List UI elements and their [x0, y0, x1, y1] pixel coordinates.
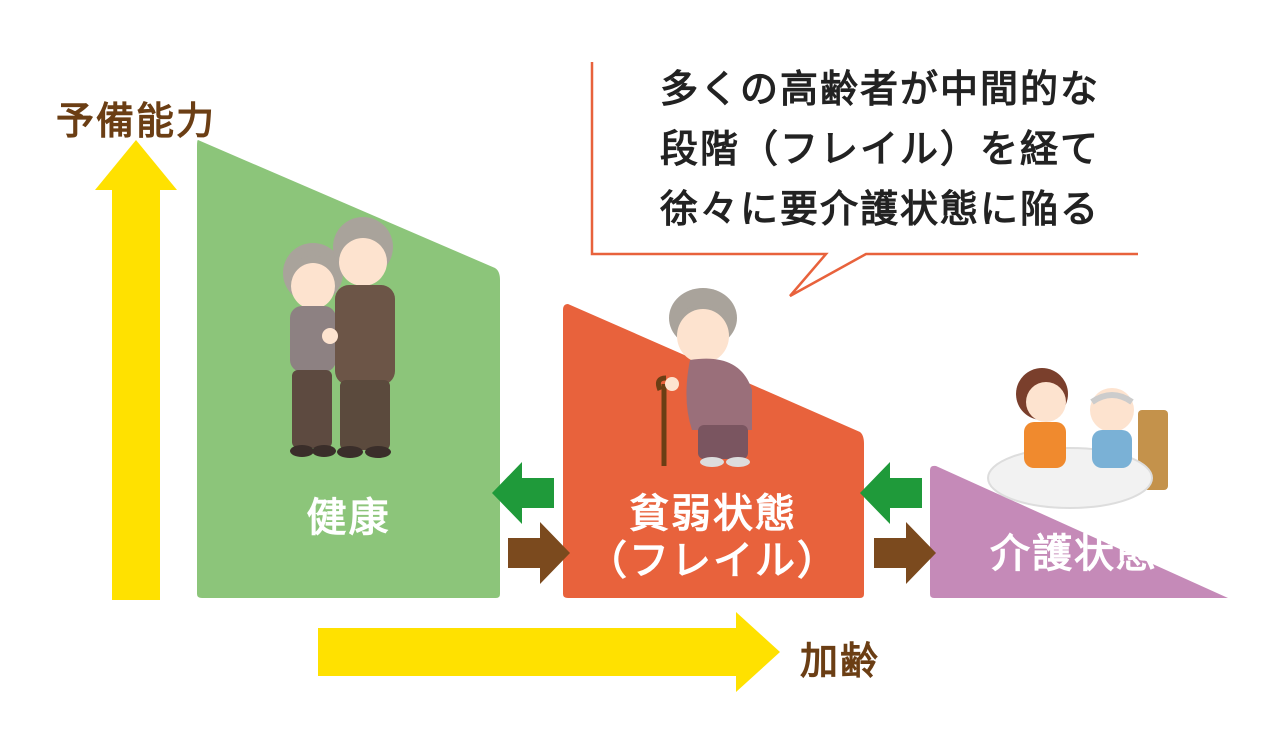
healthy-label: 健康: [306, 495, 391, 541]
callout-line-2: 段階（フレイル）を経て: [659, 127, 1100, 171]
y-axis-arrow: [95, 140, 177, 600]
x-axis-label: 加齢: [800, 639, 881, 683]
y-axis-label: 予備能力: [56, 99, 217, 143]
care-label: 介護状態: [990, 531, 1158, 577]
care-illustration: [987, 368, 1168, 509]
x-axis-arrow: [318, 612, 780, 692]
frail-label-line2: （フレイル）: [587, 538, 839, 584]
frail-label-line1: 貧弱状態: [629, 491, 797, 537]
callout-bubble: [590, 62, 1138, 298]
callout-line-3: 徐々に要介護状態に陥る: [659, 187, 1100, 231]
decline-arrow-care: [874, 522, 936, 584]
callout-line-1: 多くの高齢者が中間的な: [659, 67, 1100, 111]
recovery-arrow-healthy: [492, 462, 554, 524]
healthy-couple-illustration: [283, 217, 395, 458]
frail-elderly-illustration: [656, 288, 752, 467]
care-stage-shape: [930, 465, 1228, 598]
recovery-arrow-frail: [860, 462, 922, 524]
decline-arrow-frail: [508, 522, 570, 584]
